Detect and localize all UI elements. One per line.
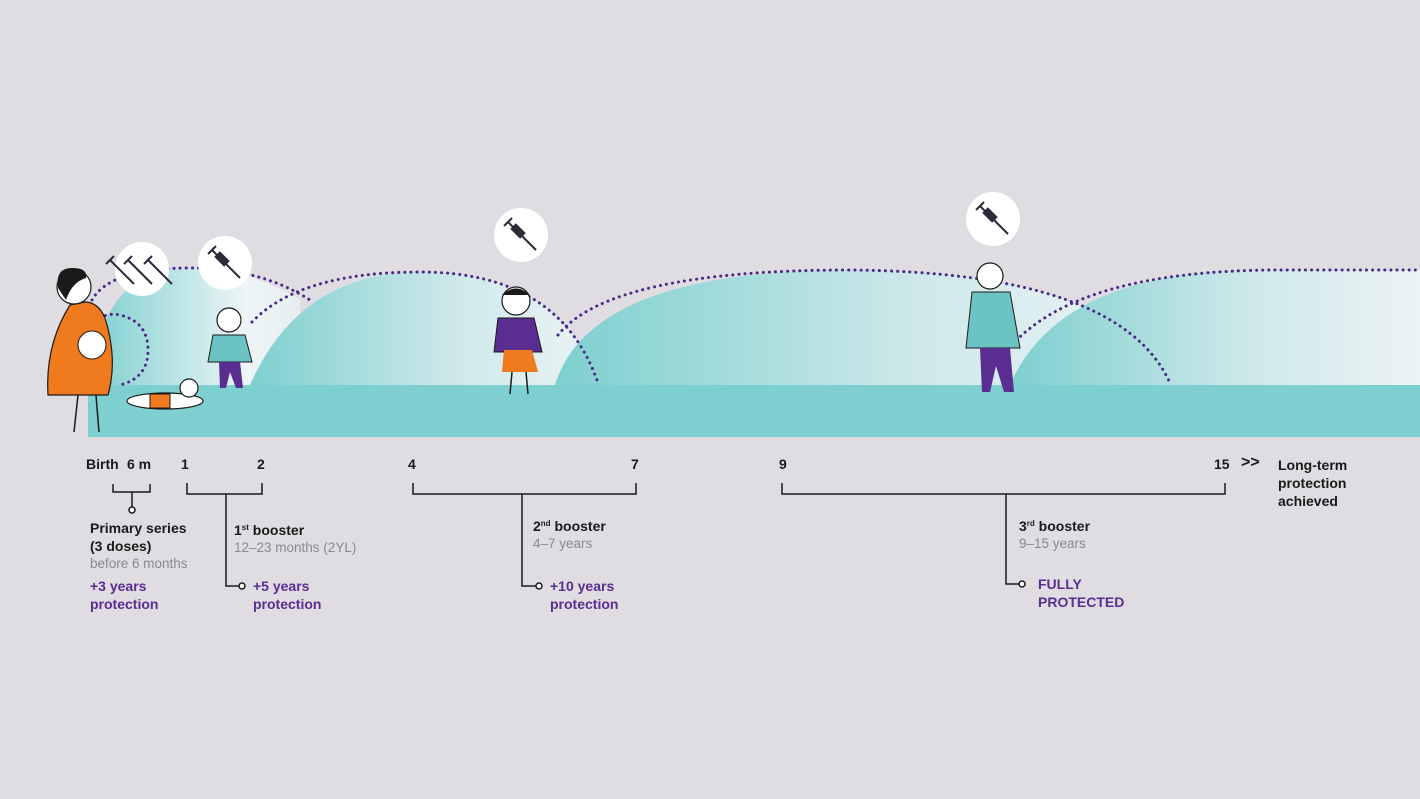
bracket-icon	[412, 483, 637, 587]
booster3-label: 3rd booster 9–15 years	[1019, 518, 1091, 551]
pregnant-mother-figure	[47, 268, 113, 433]
toddler-figure	[207, 307, 253, 388]
baby-figure	[126, 378, 204, 410]
booster3-protection-curve	[1010, 268, 1420, 347]
tick-15: 15	[1214, 456, 1230, 472]
syringe-icon	[966, 192, 1020, 246]
child-girl-figure	[493, 286, 543, 395]
syringe-icon	[198, 236, 252, 290]
primary-protection-label: +3 years protection	[90, 578, 159, 612]
booster1-protection-curve	[250, 270, 600, 385]
arrow-icon: >>	[1241, 454, 1260, 471]
teen-figure	[965, 262, 1021, 392]
booster1-label: 1st booster 12–23 months (2YL)	[234, 522, 357, 555]
primary-series-label: Primary series (3 doses) before 6 months	[90, 520, 188, 571]
booster2-protection-curve	[556, 268, 1172, 385]
syringe-icon	[494, 208, 548, 262]
ground-band	[88, 385, 1420, 437]
tick-2: 2	[257, 456, 265, 472]
booster1-protection-label: +5 years protection	[253, 578, 322, 612]
protection-hill-booster3	[1010, 270, 1420, 385]
tick-6m: 6 m	[127, 456, 152, 472]
tick-4: 4	[408, 456, 416, 472]
tick-birth: Birth	[86, 456, 119, 472]
tick-7: 7	[631, 456, 639, 472]
booster3-protection-label: FULLY PROTECTED	[1038, 576, 1125, 610]
booster2-label: 2nd booster 4–7 years	[533, 518, 606, 551]
bracket-icon	[112, 484, 151, 508]
booster2-protection-label: +10 years protection	[550, 578, 619, 612]
bracket-icon	[781, 483, 1226, 585]
syringe-icon	[105, 242, 173, 296]
protection-hill-booster2	[555, 270, 1170, 385]
maternal-protection-curve	[93, 312, 150, 387]
bracket-icon	[186, 483, 263, 587]
tick-9: 9	[779, 456, 787, 472]
tick-1: 1	[181, 456, 189, 472]
primary-protection-curve	[90, 266, 312, 302]
long-term-label: Long-term protection achieved	[1278, 457, 1348, 509]
